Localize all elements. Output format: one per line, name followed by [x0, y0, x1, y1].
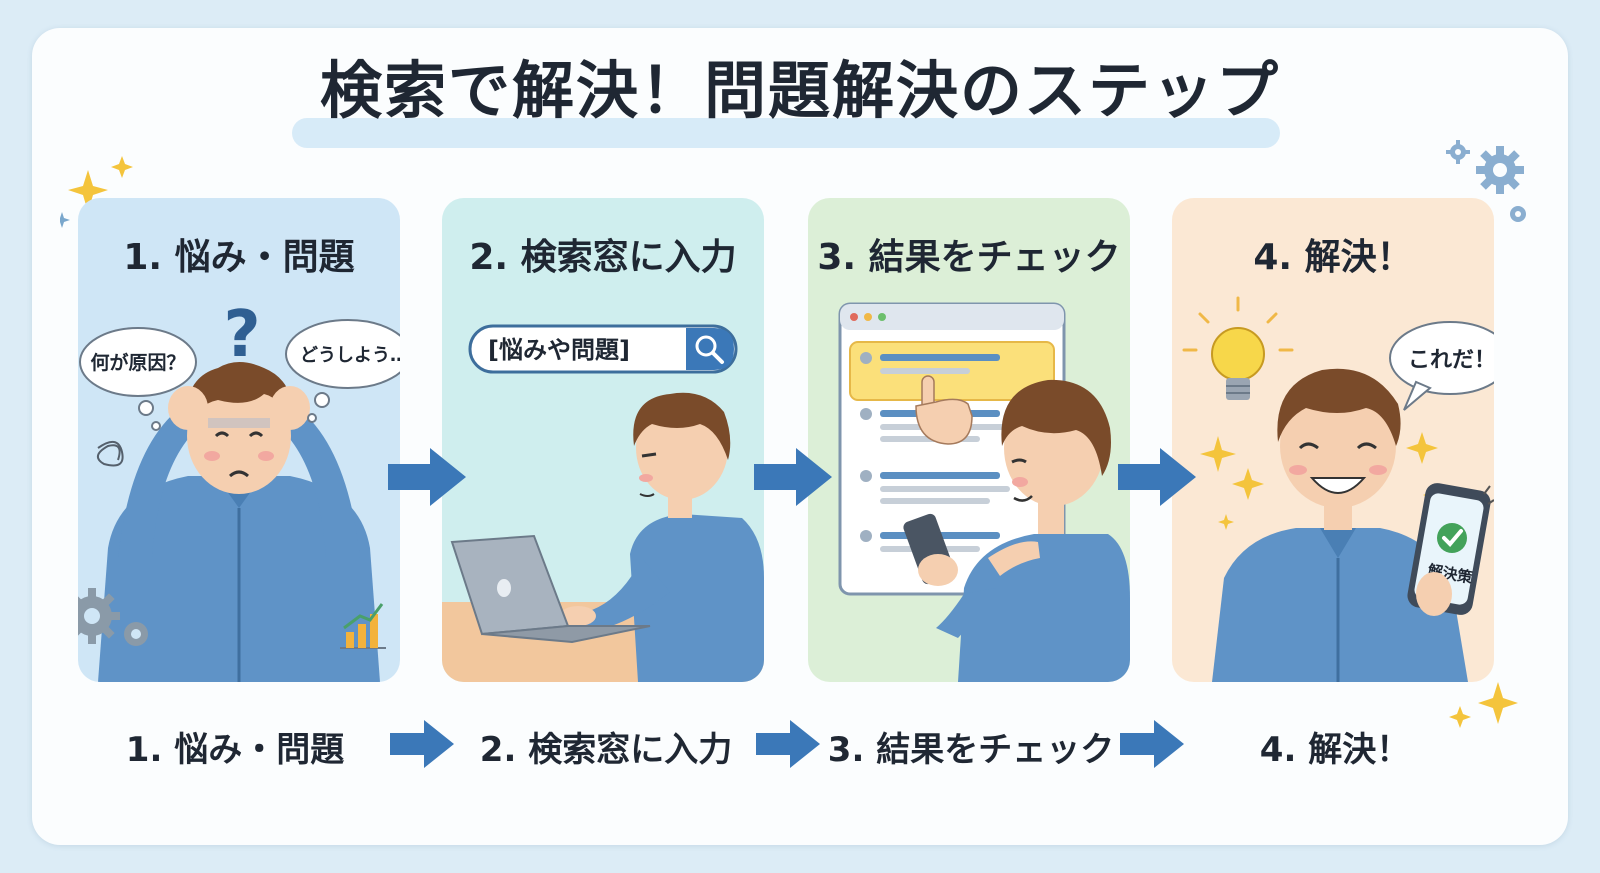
title-highlight	[292, 118, 1280, 148]
step-4-panel: これだ！ 解決策	[1172, 198, 1494, 682]
step-4-label: 4. 解決！	[1259, 730, 1411, 770]
arrow-icon	[756, 720, 820, 768]
sparkle-icon	[1449, 682, 1518, 728]
step-3-heading: 3. 結果をチェック	[817, 237, 1121, 278]
page-title: 検索で解決！問題解決のステップ	[319, 54, 1280, 127]
step-3-panel: 3. 結果をチェック	[808, 198, 1130, 682]
arrow-icon	[388, 448, 466, 506]
lightbulb-icon	[1182, 296, 1294, 400]
question-mark-icon: ?	[223, 298, 260, 372]
step-1-illustration: ? 何が原因？ どうしよう…	[78, 298, 400, 682]
step-1-panel: ? 何が原因？ どうしよう… 1. 悩み	[78, 198, 400, 682]
arrow-icon	[1118, 448, 1196, 506]
search-icon	[695, 335, 724, 364]
title-container: 検索で解決！問題解決のステップ	[0, 40, 1600, 130]
step-3-label: 3. 結果をチェック	[827, 730, 1115, 770]
step-3-illustration	[838, 302, 1130, 682]
step-2-panel: [悩みや問題] 2. 検索窓に入力	[442, 198, 764, 682]
bubble-text-worry: どうしよう…	[300, 345, 400, 366]
sparkle-icon	[60, 156, 133, 228]
bubble-text-eureka: これだ！	[1408, 348, 1494, 373]
laptop-icon	[450, 534, 651, 644]
step-2-illustration: [悩みや問題]	[442, 324, 764, 682]
bubble-text-cause: 何が原因？	[90, 351, 185, 374]
checkmark-icon	[1437, 523, 1467, 553]
gear-icon	[1446, 140, 1526, 222]
step-2-label: 2. 検索窓に入力	[479, 730, 733, 770]
step-2-heading: 2. 検索窓に入力	[469, 237, 737, 278]
step-1-label: 1. 悩み・問題	[125, 730, 345, 770]
search-box	[468, 324, 738, 374]
arrow-icon	[1120, 720, 1184, 768]
step-1-heading: 1. 悩み・問題	[123, 237, 355, 278]
step-4-illustration: これだ！ 解決策	[1182, 296, 1494, 682]
arrow-icon	[754, 448, 832, 506]
scribble-icon	[97, 441, 124, 467]
step-4-heading: 4. 解決！	[1253, 237, 1413, 278]
pointer-hand-icon	[915, 375, 973, 445]
chart-icon	[340, 603, 386, 649]
search-input-value: [悩みや問題]	[488, 336, 630, 364]
arrow-icon	[390, 720, 454, 768]
